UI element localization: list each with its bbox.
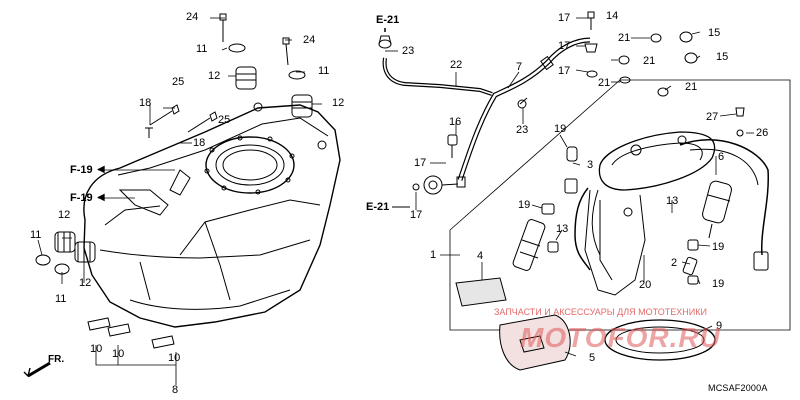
fuel-pump-assembly	[512, 131, 770, 296]
callout-17: 17	[410, 209, 423, 221]
callout-11: 11	[30, 229, 42, 241]
ref-e21-top: E-21	[376, 14, 400, 26]
callout-17: 17	[558, 12, 571, 24]
tank-pad-10	[87, 317, 175, 349]
leader-lines-left	[37, 17, 322, 385]
callout-11: 11	[318, 65, 330, 77]
callout-6: 6	[718, 151, 725, 163]
callout-8: 8	[172, 384, 179, 396]
callout-7: 7	[516, 61, 523, 73]
callout-23: 23	[402, 45, 415, 57]
arrow-left-icon: ◀	[97, 192, 105, 203]
callout-24: 24	[186, 11, 199, 23]
callout-12: 12	[208, 70, 221, 82]
callout-19: 19	[712, 278, 725, 290]
callout-26: 26	[756, 127, 769, 139]
callout-21: 21	[598, 77, 611, 89]
fuel-hoses	[382, 37, 591, 195]
callout-15: 15	[716, 51, 729, 63]
watermark-logo: MOTOFOR.RU	[520, 322, 721, 353]
callout-4: 4	[477, 250, 484, 262]
callout-24: 24	[303, 34, 316, 46]
collar-11	[35, 43, 306, 275]
diagram-code: MCSAF2000A	[708, 383, 768, 393]
arrow-left-icon: ◀	[97, 164, 105, 175]
callout-13: 13	[556, 223, 569, 235]
front-arrow	[23, 361, 51, 378]
callout-10: 10	[112, 348, 125, 360]
callout-1: 1	[430, 249, 437, 261]
bolt	[145, 13, 290, 138]
watermark-text: ЗАПЧАСТИ И АКСЕССУАРЫ ДЛЯ МОТОТЕХНИКИ	[494, 307, 707, 317]
ref-f19-lower: F-19	[70, 192, 93, 204]
callout-15: 15	[708, 27, 721, 39]
callout-17: 17	[558, 65, 571, 77]
callout-17: 17	[414, 157, 427, 169]
leader-lines-right	[385, 17, 754, 357]
o-rings-and-clips	[541, 11, 745, 285]
fuel-strainer	[499, 314, 571, 371]
callout-19: 19	[712, 241, 725, 253]
callout-5: 5	[589, 352, 596, 364]
ref-e21-bottom: E-21	[366, 201, 390, 213]
pump-gasket	[604, 319, 716, 361]
front-label: FR.	[48, 354, 65, 365]
callout-2: 2	[671, 257, 678, 269]
callout-18: 18	[139, 97, 152, 109]
callout-11: 11	[196, 43, 208, 55]
callout-20: 20	[639, 279, 652, 291]
callout-13: 13	[666, 195, 679, 207]
sponge-filter	[455, 277, 507, 307]
callout-12: 12	[58, 209, 71, 221]
callout-23: 23	[516, 124, 529, 136]
callout-18: 18	[193, 137, 206, 149]
callout-10: 10	[90, 343, 103, 355]
hose-fittings	[378, 35, 528, 191]
callout-9: 9	[716, 320, 723, 332]
rubber-mount-12	[54, 66, 313, 263]
callout-25: 25	[218, 114, 231, 126]
callout-22: 22	[450, 59, 463, 71]
callout-12: 12	[79, 277, 92, 289]
callout-14: 14	[606, 10, 619, 22]
e21-arrows	[384, 28, 410, 208]
callout-11: 11	[55, 293, 67, 305]
ref-f19-upper: F-19	[70, 164, 93, 176]
callout-21: 21	[618, 32, 631, 44]
callout-25: 25	[172, 76, 185, 88]
callout-19: 19	[554, 123, 567, 135]
callout-16: 16	[449, 116, 462, 128]
fuel-tank	[83, 102, 341, 328]
callout-27: 27	[706, 111, 719, 123]
callout-12: 12	[332, 97, 345, 109]
callout-21: 21	[643, 55, 656, 67]
callout-17: 17	[558, 40, 571, 52]
callout-21: 21	[685, 81, 698, 93]
callout-3: 3	[587, 159, 594, 171]
callout-10: 10	[168, 352, 181, 364]
callout-19: 19	[518, 199, 531, 211]
